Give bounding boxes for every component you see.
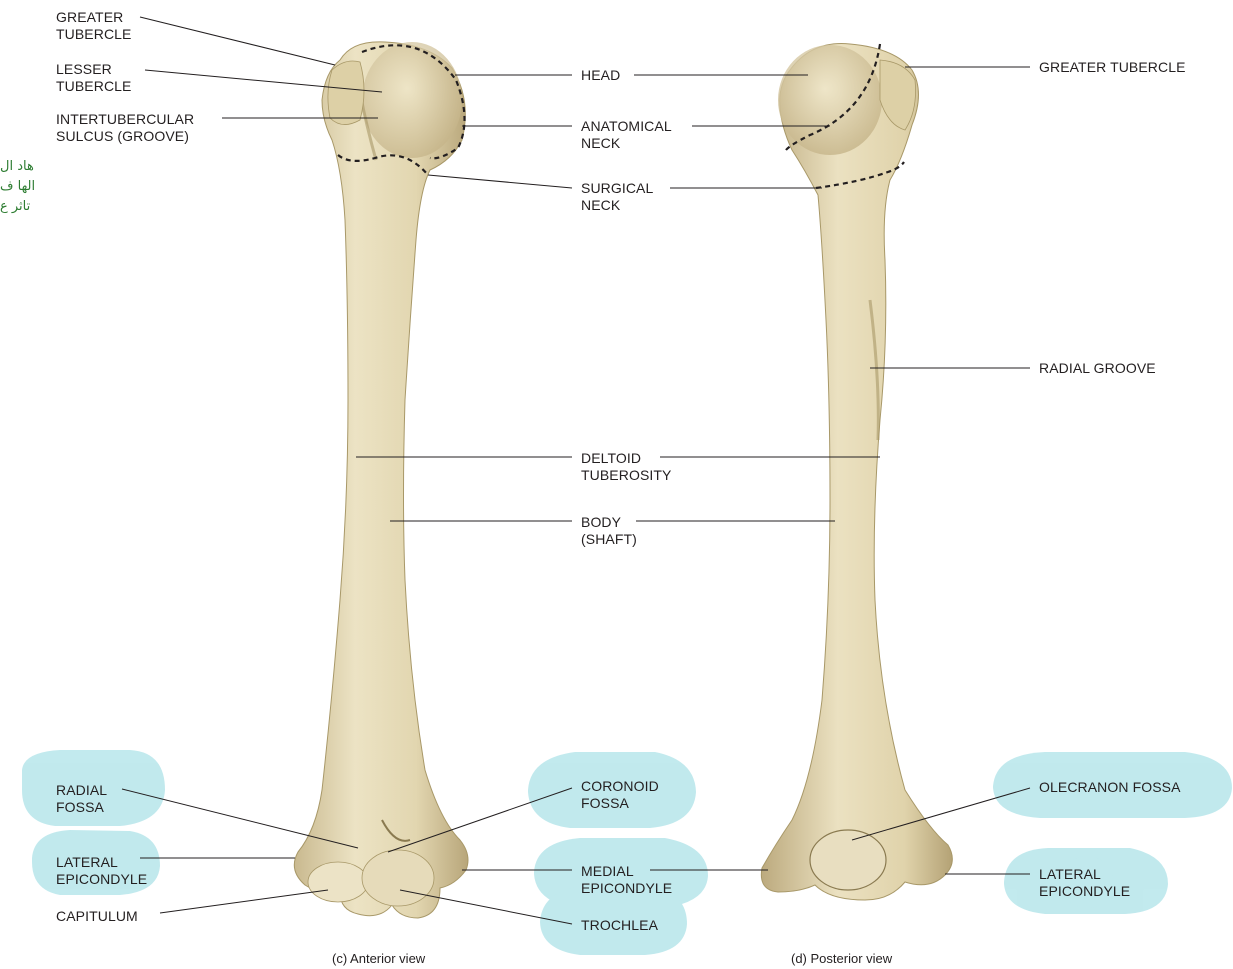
caption-posterior-view: (d) Posterior view — [791, 951, 892, 966]
label-radial-groove: RADIAL GROOVE — [1039, 360, 1156, 377]
label-coronoid-fossa: CORONOID FOSSA — [581, 778, 659, 812]
label-greater-tubercle-left: GREATER TUBERCLE — [56, 9, 131, 43]
note-line: الها ف — [0, 177, 60, 197]
label-intertubercular-sulcus: INTERTUBERCULAR SULCUS (GROOVE) — [56, 111, 194, 145]
greater-tubercle-shape — [328, 61, 364, 125]
label-capitulum: CAPITULUM — [56, 908, 138, 925]
humerus-posterior-outline — [761, 44, 952, 900]
note-line: هاد ال — [0, 157, 60, 177]
label-line: MEDIAL — [581, 863, 672, 880]
humerus-anterior — [294, 42, 468, 918]
label-lateral-epicondyle-left: LATERAL EPICONDYLE — [56, 854, 147, 888]
label-line: CAPITULUM — [56, 908, 138, 925]
handwritten-note: هاد ال الها ف تاثر ع — [0, 157, 60, 217]
caption-anterior-view: (c) Anterior view — [332, 951, 425, 966]
label-trochlea: TROCHLEA — [581, 917, 658, 934]
label-surgical-neck: SURGICAL NECK — [581, 180, 653, 214]
leader-capitulum — [160, 890, 328, 913]
label-line: GREATER TUBERCLE — [1039, 59, 1186, 76]
label-lateral-epicondyle-right: LATERAL EPICONDYLE — [1039, 866, 1130, 900]
label-body-shaft: BODY (SHAFT) — [581, 514, 637, 548]
humerus-anterior-outline — [294, 42, 468, 918]
label-line: OLECRANON FOSSA — [1039, 779, 1181, 796]
label-greater-tubercle-right: GREATER TUBERCLE — [1039, 59, 1186, 76]
label-lesser-tubercle: LESSER TUBERCLE — [56, 61, 131, 95]
trochlea-shape — [362, 850, 434, 906]
capitulum-shape — [308, 862, 368, 902]
label-line: (SHAFT) — [581, 531, 637, 548]
label-line: FOSSA — [56, 799, 107, 816]
humerus-anterior-head — [362, 42, 462, 158]
label-line: EPICONDYLE — [56, 871, 147, 888]
label-line: LATERAL — [1039, 866, 1130, 883]
label-medial-epicondyle: MEDIAL EPICONDYLE — [581, 863, 672, 897]
label-line: TROCHLEA — [581, 917, 658, 934]
humerus-posterior — [761, 44, 952, 900]
label-line: NECK — [581, 197, 653, 214]
label-line: FOSSA — [581, 795, 659, 812]
label-line: BODY — [581, 514, 637, 531]
label-line: LATERAL — [56, 854, 147, 871]
label-line: CORONOID — [581, 778, 659, 795]
leader-surgical-left — [428, 175, 572, 188]
label-line: DELTOID — [581, 450, 671, 467]
label-anatomical-neck: ANATOMICAL NECK — [581, 118, 672, 152]
label-line: TUBERCLE — [56, 26, 131, 43]
olecranon-fossa-shape — [810, 830, 886, 890]
label-line: TUBEROSITY — [581, 467, 671, 484]
label-line: RADIAL — [56, 782, 107, 799]
label-line: HEAD — [581, 67, 620, 84]
label-line: EPICONDYLE — [1039, 883, 1130, 900]
note-line: تاثر ع — [0, 197, 60, 217]
label-radial-fossa: RADIAL FOSSA — [56, 782, 107, 816]
label-line: EPICONDYLE — [581, 880, 672, 897]
label-line: NECK — [581, 135, 672, 152]
label-deltoid-tuberosity: DELTOID TUBEROSITY — [581, 450, 671, 484]
humerus-posterior-head — [778, 45, 882, 155]
leader-greater-tubercle-left — [140, 17, 335, 65]
label-olecranon-fossa: OLECRANON FOSSA — [1039, 779, 1181, 796]
label-line: TUBERCLE — [56, 78, 131, 95]
label-head: HEAD — [581, 67, 620, 84]
label-line: GREATER — [56, 9, 131, 26]
label-line: RADIAL GROOVE — [1039, 360, 1156, 377]
label-line: SULCUS (GROOVE) — [56, 128, 194, 145]
label-line: SURGICAL — [581, 180, 653, 197]
label-line: LESSER — [56, 61, 131, 78]
label-line: INTERTUBERCULAR — [56, 111, 194, 128]
label-line: ANATOMICAL — [581, 118, 672, 135]
